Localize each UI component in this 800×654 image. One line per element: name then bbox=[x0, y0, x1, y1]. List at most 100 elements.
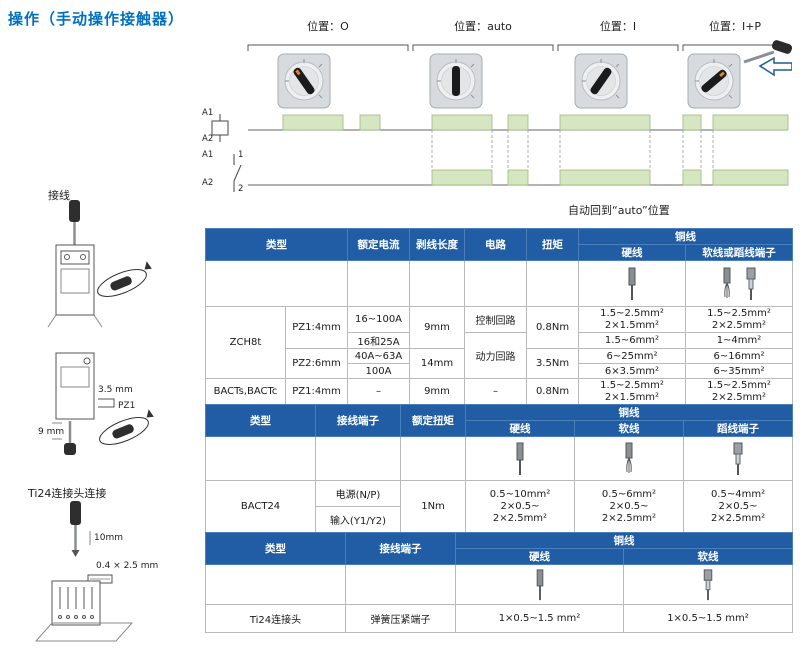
spec-cell: 1.5~2.5mm² 2×2.5mm² bbox=[685, 306, 793, 333]
spec-table-contactor: 类型 额定电流 剥线长度 电路 扭矩 铜线 硬线 软线或蹈线端子 bbox=[205, 228, 793, 405]
contact-pin-1: 1 bbox=[238, 150, 244, 160]
flex-wire-icon bbox=[625, 442, 633, 473]
terminal-label-a2: A2 bbox=[202, 134, 214, 144]
operation-diagram: 位置：O 位置：auto 位置：I 位置：I+P A1 A2 A1 1 A2 2… bbox=[200, 18, 792, 220]
ferrule-icon bbox=[703, 568, 713, 600]
column-header-strip: 剥线长度 bbox=[409, 228, 465, 261]
flex-wire-icon bbox=[723, 267, 731, 298]
spec-cell bbox=[315, 436, 401, 481]
column-header-flex: 软线 bbox=[574, 420, 684, 437]
position-label-i-p: 位置：I+P bbox=[708, 20, 762, 33]
spec-cell: 9mm bbox=[409, 306, 465, 349]
column-header-solid: 硬线 bbox=[455, 548, 624, 565]
spec-cell: 9mm bbox=[409, 378, 465, 405]
column-header-torque: 扭矩 bbox=[526, 228, 579, 261]
spec-cell: 控制回路 bbox=[464, 306, 527, 333]
spec-cell: 40A~63A bbox=[347, 348, 410, 364]
spec-cell: 6×3.5mm² bbox=[578, 363, 686, 379]
spec-cell: 1Nm bbox=[400, 480, 466, 533]
column-header-copper: 铜线 bbox=[455, 532, 793, 549]
contact-symbol bbox=[233, 154, 242, 192]
position-label-auto: 位置：auto bbox=[454, 20, 512, 33]
spec-cell bbox=[205, 260, 348, 307]
timing-trace-coil bbox=[248, 114, 789, 131]
spec-cell: 14mm bbox=[409, 348, 465, 379]
rotary-dial-position-i bbox=[574, 53, 628, 109]
solid-wire-icon bbox=[628, 267, 636, 300]
contact-pin-2: 2 bbox=[238, 184, 244, 194]
spec-cell bbox=[464, 260, 527, 307]
column-header-circuit: 电路 bbox=[464, 228, 527, 261]
rotate-arrow-icon bbox=[99, 409, 154, 445]
spec-cell: 0.5~4mm² 2×0.5~ 2×2.5mm² bbox=[682, 480, 794, 533]
spec-cell: 3.5Nm bbox=[526, 348, 579, 379]
dashed-links bbox=[431, 130, 714, 170]
spec-cell-type: BACTs,BACTc bbox=[205, 378, 286, 405]
rotary-dial-position-auto bbox=[429, 53, 483, 109]
timing-trace-contact bbox=[248, 169, 789, 186]
column-header-copper: 铜线 bbox=[464, 404, 794, 421]
spec-cell: 0.5~10mm² 2×0.5~ 2×2.5mm² bbox=[465, 480, 575, 533]
contact-label-a2: A2 bbox=[202, 178, 214, 188]
spec-table-bact24: 类型 接线端子 额定扭矩 铜线 硬线 软线 蹈线端子 bbox=[205, 404, 794, 533]
illustration-terminal-wiring bbox=[47, 200, 152, 328]
spec-cell: 1×0.5~1.5 mm² bbox=[623, 604, 793, 633]
spec-cell bbox=[682, 436, 794, 481]
rotary-dial-position-i-p bbox=[687, 53, 741, 109]
timing-diagram bbox=[211, 40, 792, 192]
position-label-i: 位置：I bbox=[599, 20, 637, 33]
spec-cell: 输入(Y1/Y2) bbox=[315, 506, 401, 533]
ti24-section-title: Ti24连接头连接 bbox=[28, 487, 107, 500]
spec-cell: 动力回路 bbox=[464, 332, 527, 379]
column-header-type: 类型 bbox=[205, 228, 348, 261]
spec-cell bbox=[400, 436, 466, 481]
spec-cell: 0.8Nm bbox=[526, 306, 579, 349]
spec-cell bbox=[465, 436, 575, 481]
column-header-current: 额定电流 bbox=[347, 228, 410, 261]
spec-cell-pz: PZ1:4mm bbox=[285, 378, 348, 405]
column-header-solid: 硬线 bbox=[578, 244, 686, 261]
column-header-torque: 额定扭矩 bbox=[400, 404, 466, 437]
column-header-type: 类型 bbox=[205, 404, 316, 437]
solid-wire-icon bbox=[536, 568, 543, 600]
section-brackets bbox=[247, 44, 789, 51]
auto-return-note: 自动回到“auto”位置 bbox=[568, 204, 670, 217]
ferrule-icon bbox=[746, 267, 756, 300]
spec-cell bbox=[685, 260, 793, 307]
spec-cell: 1.5~2.5mm² 2×1.5mm² bbox=[578, 306, 686, 333]
spec-cell bbox=[205, 436, 316, 481]
spec-cell: 0.8Nm bbox=[526, 378, 579, 405]
column-header-type: 类型 bbox=[205, 532, 346, 565]
column-header-copper: 铜线 bbox=[578, 228, 793, 245]
spec-cell: 1.5~2.5mm² 2×2.5mm² bbox=[685, 378, 793, 405]
dimension-label-ti24-strip: 10mm bbox=[94, 533, 123, 543]
spec-cell: 电源(N/P) bbox=[315, 480, 401, 507]
rotary-dial-position-o bbox=[277, 53, 331, 109]
column-header-terminal: 接线端子 bbox=[315, 404, 401, 437]
spec-cell: 6~25mm² bbox=[578, 348, 686, 364]
ferrule-icon bbox=[733, 442, 743, 475]
spec-cell bbox=[409, 260, 465, 307]
wiring-section-title: 接线 bbox=[48, 189, 70, 202]
spec-cell: 16和25A bbox=[347, 332, 410, 349]
spec-cell bbox=[455, 564, 624, 605]
wiring-illustration-art bbox=[34, 200, 154, 642]
illustration-ti24-connector bbox=[34, 501, 134, 642]
screwdriver-icon bbox=[743, 40, 792, 64]
column-header-solid: 硬线 bbox=[465, 420, 575, 437]
coil-symbol bbox=[211, 114, 229, 142]
wiring-illustrations: 接线 3.5 mm PZ1 9 mm Ti24连接头连接 10mm 0.4 × … bbox=[0, 185, 200, 654]
spec-cell: 1~4mm² bbox=[685, 332, 793, 349]
column-header-terminal: 接线端子 bbox=[345, 532, 456, 565]
spec-cell-pz: PZ2:6mm bbox=[285, 348, 348, 379]
spec-cell: 0.5~6mm² 2×0.5~ 2×2.5mm² bbox=[574, 480, 684, 533]
left-arrow-icon bbox=[758, 56, 792, 77]
screw-type-label: PZ1 bbox=[118, 401, 136, 411]
column-header-ferrule: 蹈线端子 bbox=[682, 420, 794, 437]
spec-cell-pz: PZ1:4mm bbox=[285, 306, 348, 349]
spec-cell bbox=[574, 436, 684, 481]
spec-cell: 1×0.5~1.5 mm² bbox=[455, 604, 624, 633]
spec-cell: 弹簧压紧端子 bbox=[345, 604, 456, 633]
column-header-flex: 软线或蹈线端子 bbox=[685, 244, 793, 261]
